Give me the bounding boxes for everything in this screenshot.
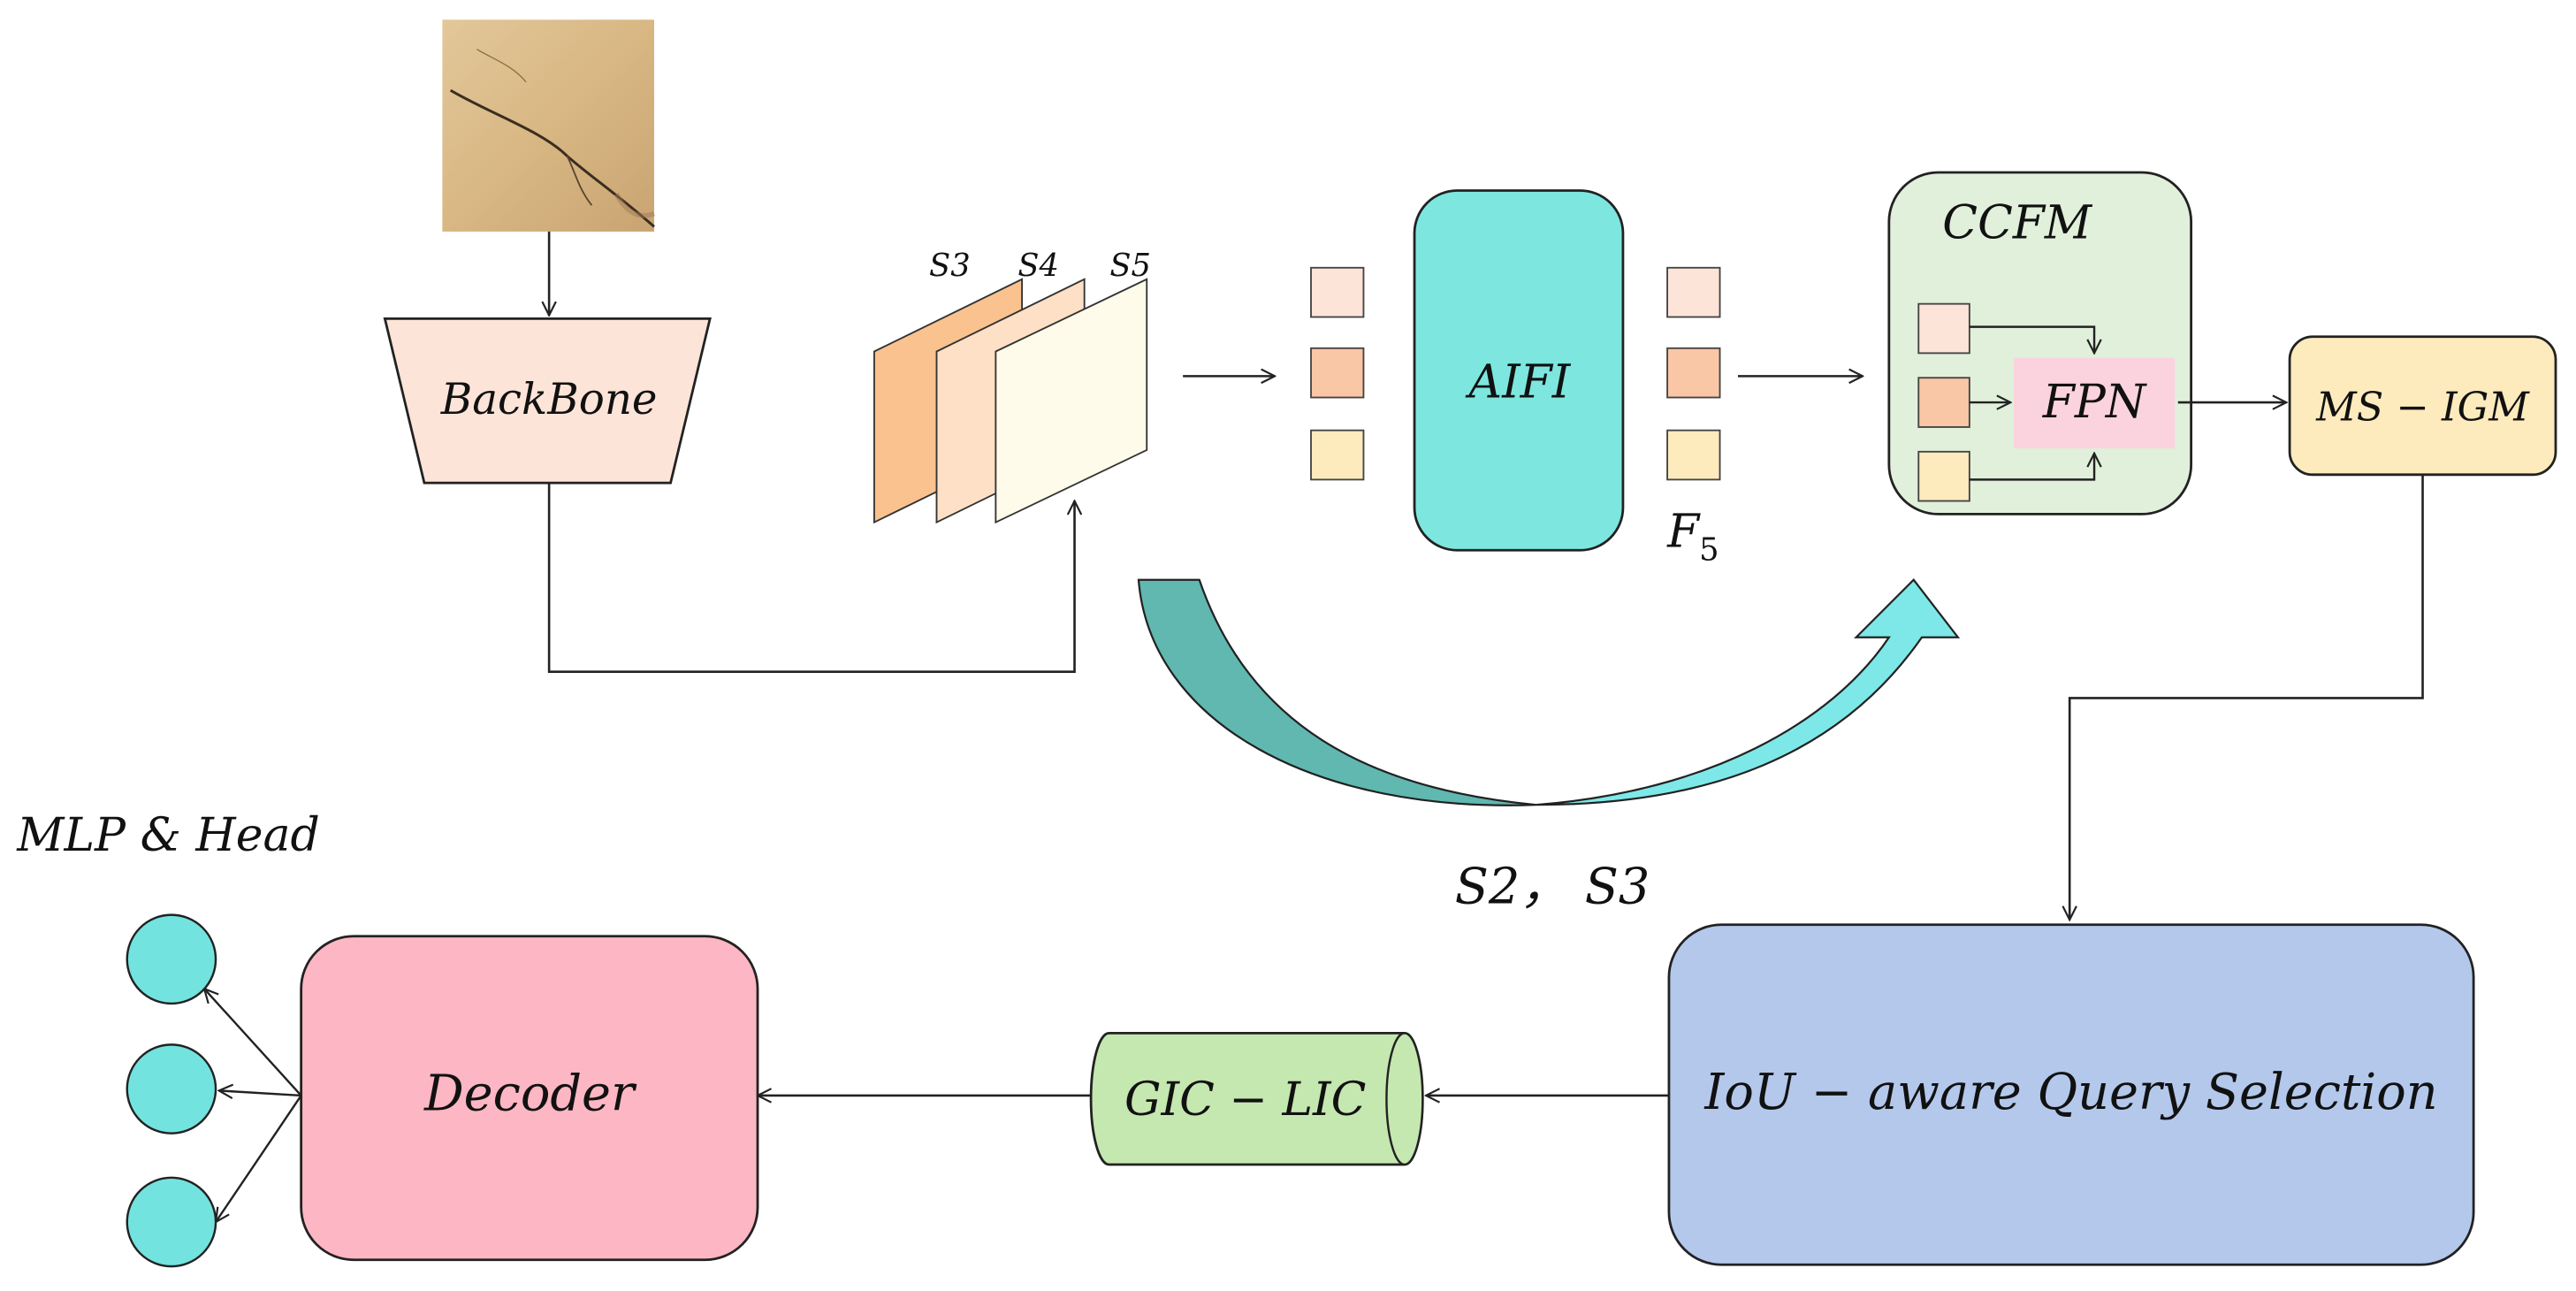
ccfm-bottom-connector bbox=[1969, 454, 2094, 481]
feature-map-s5 bbox=[995, 278, 1148, 524]
decoder-block bbox=[300, 935, 759, 1262]
decoder-to-head-arrow-top bbox=[204, 989, 302, 1096]
fpn-block bbox=[2014, 357, 2176, 449]
msigm-to-iou-connector bbox=[2069, 474, 2424, 920]
mlp-head-label: MLP & Head bbox=[16, 809, 320, 862]
crack-texture-image-icon bbox=[442, 19, 656, 232]
curved-skip-arrow bbox=[1137, 578, 1961, 806]
gic-lic-block bbox=[1089, 1031, 1424, 1166]
decoder-to-head-arrow-bottom bbox=[216, 1095, 302, 1222]
circle-node-icon bbox=[126, 1043, 217, 1134]
input-token bbox=[1310, 347, 1365, 399]
input-token bbox=[1310, 266, 1365, 318]
input-token bbox=[1310, 429, 1365, 481]
decoder-label: Decoder bbox=[423, 1066, 637, 1123]
backbone-label: BackBone bbox=[440, 375, 658, 424]
ccfm-token bbox=[1917, 450, 1970, 502]
fpn-label: FPN bbox=[2042, 376, 2147, 429]
circle-node-icon bbox=[126, 913, 217, 1005]
ccfm-token bbox=[1917, 377, 1970, 428]
backbone-block bbox=[383, 317, 712, 485]
f5-label: F5 bbox=[1666, 506, 1719, 569]
s4-label: S4 bbox=[1017, 248, 1059, 284]
iou-label: IoU − aware Query Selection bbox=[1703, 1064, 2437, 1121]
aifi-label: AIFI bbox=[1466, 356, 1572, 409]
s2-s3-label: S2， S3 bbox=[1455, 859, 1650, 916]
ccfm-token bbox=[1917, 302, 1970, 355]
s5-label: S5 bbox=[1109, 248, 1151, 284]
ms-igm-label: MS − IGM bbox=[2315, 385, 2530, 431]
circle-node-icon bbox=[126, 1176, 217, 1268]
output-token bbox=[1666, 429, 1721, 481]
backbone-to-features-connector bbox=[547, 483, 1074, 674]
s3-label: S3 bbox=[929, 248, 971, 284]
aifi-block bbox=[1413, 189, 1625, 552]
gic-lic-label: GIC − LIC bbox=[1124, 1073, 1366, 1127]
decoder-to-head-arrow-mid bbox=[219, 1090, 301, 1096]
output-token bbox=[1666, 266, 1721, 318]
output-token bbox=[1666, 347, 1721, 399]
feature-maps-stack bbox=[873, 278, 1148, 524]
ccfm-top-connector bbox=[1969, 325, 2094, 354]
ccfm-label: CCFM bbox=[1942, 196, 2093, 249]
